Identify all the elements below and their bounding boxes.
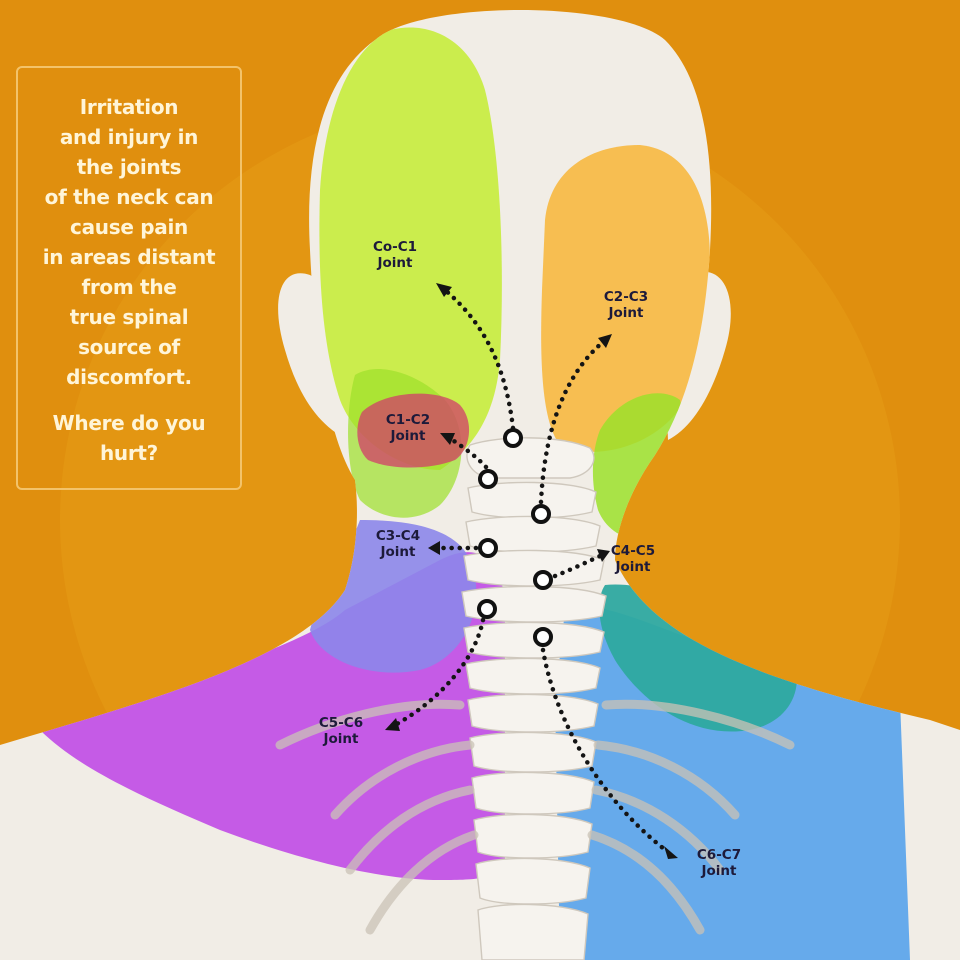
joint-name: C2-C3 (603, 289, 649, 305)
arrow-c5-c6 (392, 617, 486, 728)
question-line: Where do you (52, 411, 206, 435)
intro-box: Irritation and injury in the joints of t… (16, 66, 242, 490)
c0-c1-pain-region (319, 27, 502, 470)
joint-word: Joint (390, 428, 426, 444)
intro-line: cause pain (70, 215, 188, 239)
referral-arrows (392, 287, 671, 855)
question-line: hurt? (99, 441, 158, 465)
arrowhead-c1-c2 (440, 433, 455, 445)
ribs (275, 699, 795, 935)
intro-line: discomfort. (66, 365, 192, 389)
rib (345, 785, 475, 875)
rib (330, 740, 475, 820)
c2-c3-joint-marker (531, 504, 551, 524)
c4-c5-joint-label: C4-C5 Joint (600, 543, 666, 575)
vertebra (463, 549, 605, 587)
joint-word: Joint (701, 863, 737, 879)
c5-c6-joint-marker (477, 599, 497, 619)
arrowhead-c0-c1 (436, 283, 452, 297)
vertebra (469, 731, 597, 773)
c2-c3-pain-region (541, 145, 710, 452)
rib (587, 830, 705, 935)
joint-name: C3-C4 (375, 528, 421, 544)
arrow-heads (385, 283, 678, 859)
arrowhead-c4-c5 (597, 549, 610, 562)
vertebra (467, 693, 599, 733)
joint-word: Joint (323, 731, 359, 747)
intro-line: the joints (76, 155, 182, 179)
joint-name: Co-C1 (372, 239, 418, 255)
vertebra (465, 657, 601, 695)
intro-line: true spinal (69, 305, 189, 329)
arrow-c6-c7 (540, 647, 671, 855)
clavicle (601, 699, 795, 750)
c2-c3-joint-label: C2-C3 Joint (593, 289, 659, 321)
c1-c2-joint-label: C1-C2 Joint (375, 412, 441, 444)
c6-c7-joint-marker (533, 627, 553, 647)
rib (591, 785, 725, 875)
joint-name: C4-C5 (610, 543, 656, 559)
joint-word: Joint (377, 255, 413, 271)
c5-c6-joint-label: C5-C6 Joint (308, 715, 374, 747)
c1-c2-joint-marker (478, 469, 498, 489)
joint-word: Joint (608, 305, 644, 321)
c0-c1-joint-label: Co-C1 Joint (362, 239, 428, 271)
arrow-c4-c5 (552, 553, 603, 579)
arrow-c2-c3 (538, 339, 606, 505)
vertebra (461, 585, 607, 623)
intro-line: Irritation (79, 95, 179, 119)
c1-c2-pain-region (357, 393, 470, 468)
intro-line: and injury in (59, 125, 199, 149)
arrowhead-c5-c6 (385, 718, 400, 731)
c6-c7-pain-region (555, 606, 910, 960)
joint-word: Joint (380, 544, 416, 560)
joint-word: Joint (615, 559, 651, 575)
vertebra (477, 903, 589, 960)
c3-c4-joint-label: C3-C4 Joint (365, 528, 431, 560)
vertebra (471, 771, 595, 815)
joint-name: C1-C2 (385, 412, 431, 428)
rib (365, 830, 479, 935)
joint-name: C6-C7 (696, 847, 742, 863)
intro-line: in areas distant (42, 245, 216, 269)
c4-c5-joint-marker (533, 570, 553, 590)
arrowhead-c6-c7 (664, 846, 678, 859)
intro-line: from the (81, 275, 177, 299)
teal-pain-region (599, 584, 797, 732)
vertebra (475, 857, 591, 905)
intro-line: source of (78, 335, 180, 359)
cervical-spine (461, 437, 607, 960)
arrowhead-c2-c3 (598, 334, 612, 348)
joint-name: C5-C6 (318, 715, 364, 731)
arrow-c0-c1 (442, 287, 516, 431)
pain-regions (40, 27, 910, 960)
vertebra (467, 481, 597, 519)
joint-markers (477, 428, 553, 647)
arrowhead-c3-c4 (428, 541, 440, 555)
arrow-c1-c2 (445, 434, 489, 470)
clavicle (275, 699, 465, 750)
vertebra (473, 813, 593, 859)
c0-c1-joint-marker (503, 428, 523, 448)
c6-c7-joint-label: C6-C7 Joint (686, 847, 752, 879)
c3-c4-joint-marker (478, 538, 498, 558)
rib (593, 740, 740, 820)
intro-line: of the neck can (44, 185, 214, 209)
